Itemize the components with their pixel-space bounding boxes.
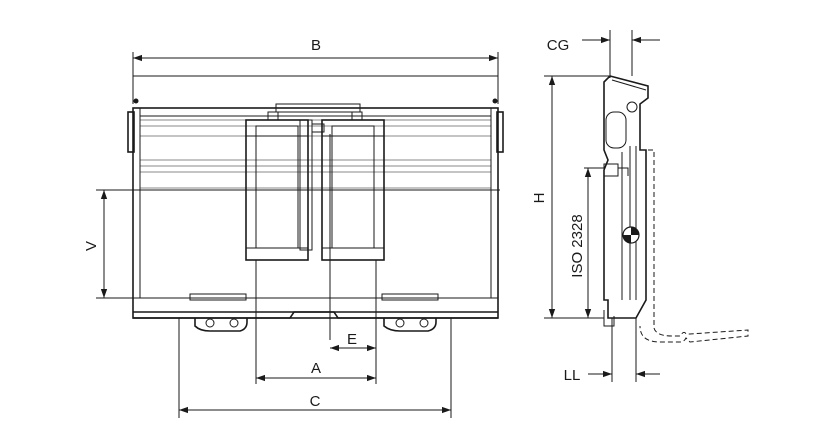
label-ll: LL xyxy=(564,367,581,384)
label-e: E xyxy=(347,331,357,348)
dimension-a: A xyxy=(255,260,376,384)
label-h: H xyxy=(531,193,548,204)
side-body xyxy=(603,75,649,319)
label-a: A xyxy=(311,360,321,377)
dimension-b: B xyxy=(132,37,499,104)
label-v: V xyxy=(83,241,100,251)
dimension-h: H xyxy=(531,75,610,319)
cg-symbol xyxy=(622,226,640,244)
bolt-right xyxy=(492,98,498,104)
label-cg: CG xyxy=(547,37,570,54)
front-view xyxy=(127,98,504,332)
carriage-frame xyxy=(132,107,499,319)
dimension-iso-2328: ISO 2328 xyxy=(569,167,604,318)
label-c: C xyxy=(310,393,321,410)
fork-block-left xyxy=(245,111,313,261)
fork-block-right xyxy=(311,111,385,261)
pad-right xyxy=(381,293,439,301)
bolt-left xyxy=(133,98,139,104)
side-plate-right xyxy=(496,111,504,153)
side-plate-left xyxy=(127,111,135,153)
label-b: B xyxy=(311,37,321,54)
dimension-cg: CG xyxy=(547,30,660,78)
lower-hook-right xyxy=(383,318,437,332)
fork-outline-dashed xyxy=(639,149,749,343)
dimension-v: V xyxy=(83,189,500,299)
label-iso-2328: ISO 2328 xyxy=(569,214,586,277)
side-hook-top xyxy=(603,163,619,177)
top-bar xyxy=(139,107,492,117)
side-pin xyxy=(626,101,638,113)
side-view xyxy=(603,75,749,343)
dimension-e: E xyxy=(329,134,377,384)
dimension-ll: LL xyxy=(564,318,660,384)
dimension-c: C xyxy=(178,318,452,418)
lower-hook-left xyxy=(194,318,248,332)
pad-left xyxy=(189,293,247,301)
base-plate xyxy=(133,311,498,319)
